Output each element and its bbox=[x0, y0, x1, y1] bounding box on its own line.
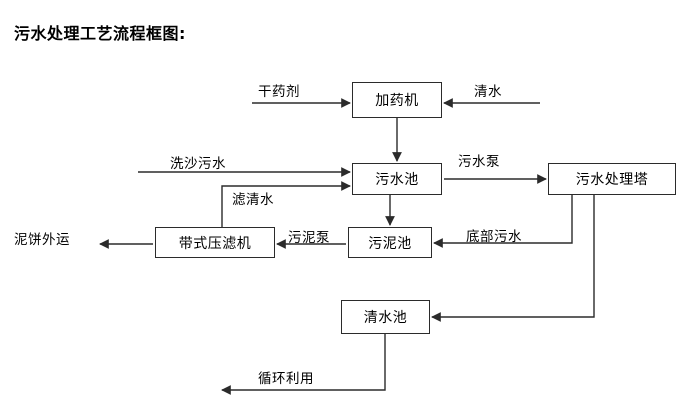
node-wastewater-pool[interactable]: 污水池 bbox=[352, 163, 442, 195]
edge-label-mud-cake-transport: 泥饼外运 bbox=[14, 232, 70, 248]
node-clean-water-pool[interactable]: 清水池 bbox=[341, 300, 430, 334]
edge-label-clean-water-in: 清水 bbox=[474, 84, 502, 100]
edge-label-dry-chemical: 干药剂 bbox=[258, 84, 300, 100]
edge-label-sand-wash-water: 洗沙污水 bbox=[170, 156, 226, 172]
node-label: 污水池 bbox=[375, 172, 419, 188]
node-label: 污水处理塔 bbox=[575, 172, 649, 188]
node-label: 污泥池 bbox=[368, 235, 412, 252]
edge-label-sludge-pump: 污泥泵 bbox=[288, 230, 330, 246]
node-belt-filter-press[interactable]: 带式压滤机 bbox=[155, 227, 275, 258]
edge-label-filtered-water: 滤清水 bbox=[232, 192, 274, 208]
page-title: 污水处理工艺流程框图: bbox=[14, 24, 186, 43]
node-label: 清水池 bbox=[363, 310, 408, 326]
node-label: 加药机 bbox=[375, 93, 419, 109]
edge-label-bottom-wastewater: 底部污水 bbox=[466, 229, 522, 245]
node-treatment-tower[interactable]: 污水处理塔 bbox=[548, 163, 676, 195]
node-sludge-pool[interactable]: 污泥池 bbox=[348, 227, 432, 258]
node-label: 带式压滤机 bbox=[178, 235, 252, 252]
edge-label-wastewater-pump: 污水泵 bbox=[458, 154, 500, 170]
edge-label-recycle-reuse: 循环利用 bbox=[258, 371, 314, 387]
node-dosing-machine[interactable]: 加药机 bbox=[352, 82, 442, 118]
edge-tower-to-clean-water-pool bbox=[431, 195, 595, 322]
